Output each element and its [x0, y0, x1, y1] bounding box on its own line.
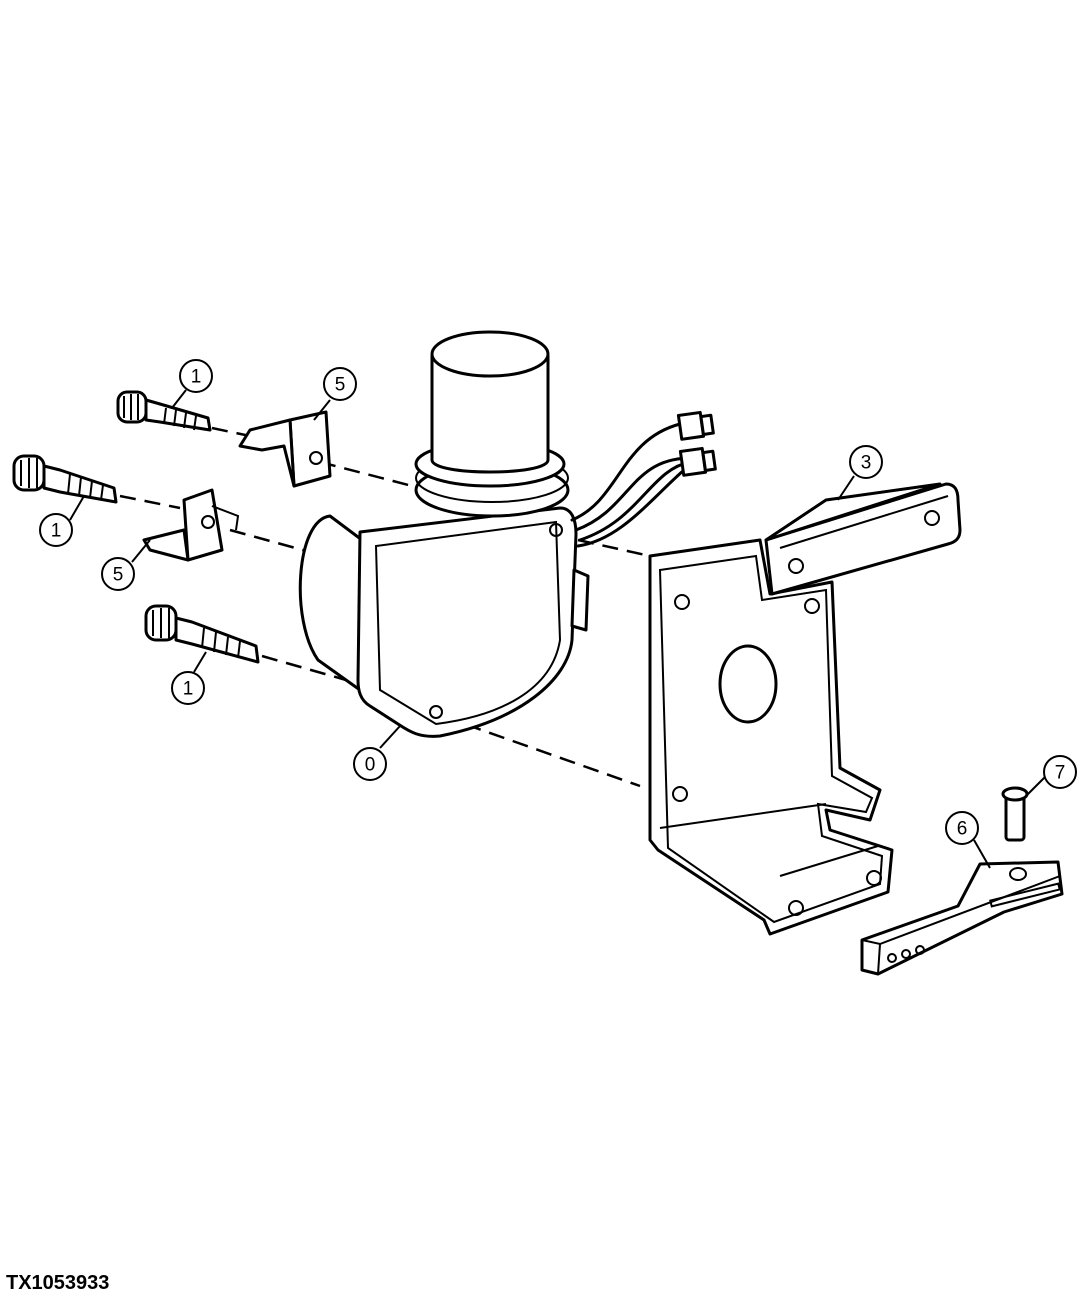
screw-part-1-top: [116, 390, 212, 432]
callout-label: 5: [335, 375, 346, 396]
slotted-bar-part-6: [860, 860, 1064, 976]
callout-label: 6: [957, 819, 968, 840]
callout-label: 1: [51, 521, 62, 542]
callout-label: 0: [365, 755, 376, 776]
callout-label: 3: [861, 453, 872, 474]
mounting-bracket-part-3: [648, 482, 962, 936]
leader-lines: [69, 389, 1047, 869]
callout-label: 1: [191, 367, 202, 388]
callout-7: 7: [1043, 755, 1077, 789]
callout-label: 1: [183, 679, 194, 700]
callout-3: 3: [849, 445, 883, 479]
clip-part-5-top: [238, 410, 332, 488]
callout-label: 7: [1055, 763, 1066, 784]
motor-assembly-part-0: [298, 330, 717, 738]
callout-5-a: 5: [323, 367, 357, 401]
callout-1-c: 1: [171, 671, 205, 705]
callout-label: 5: [113, 565, 124, 586]
screw-part-1-bottom: [144, 604, 260, 664]
callout-6: 6: [945, 811, 979, 845]
screw-part-1-middle: [12, 454, 118, 504]
pin-part-7: [1001, 786, 1029, 842]
figure-id-label: TX1053933: [6, 1272, 110, 1294]
clip-part-5-middle: [142, 488, 240, 562]
callout-0: 0: [353, 747, 387, 781]
callout-1-b: 1: [39, 513, 73, 547]
callout-1-a: 1: [179, 359, 213, 393]
callout-5-b: 5: [101, 557, 135, 591]
